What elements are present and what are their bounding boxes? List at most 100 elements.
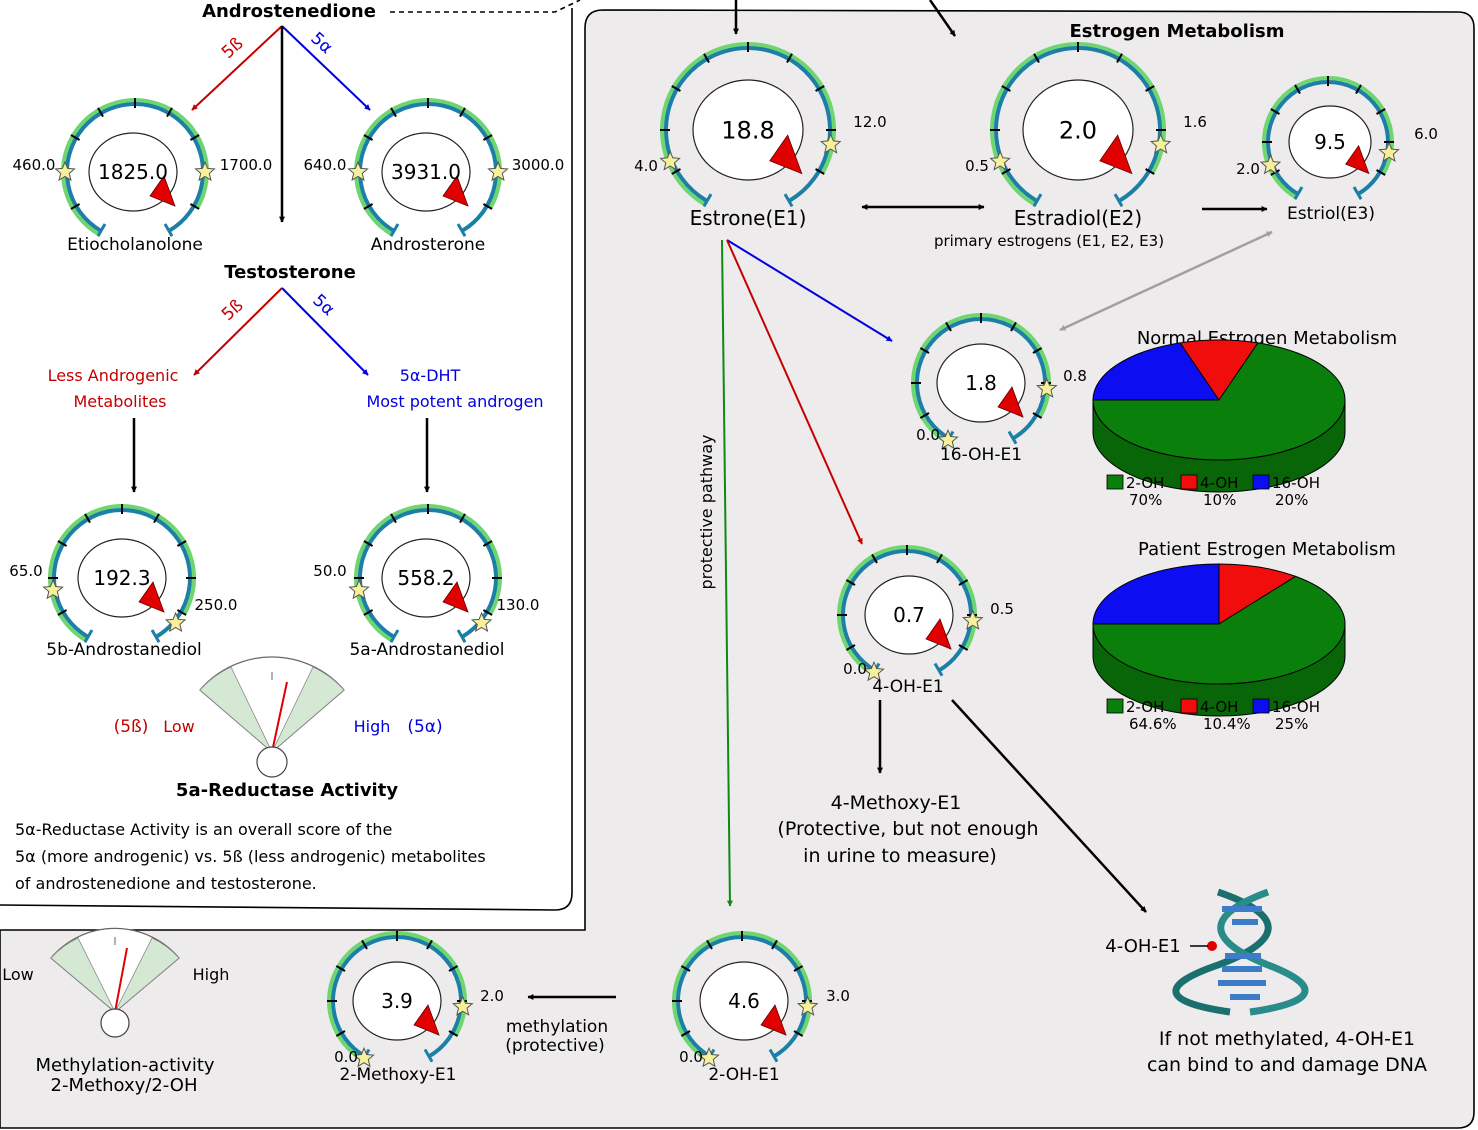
gauge-name: 2-OH-E1 <box>708 1065 779 1085</box>
gauge-high-range: 0.8 <box>1063 367 1087 385</box>
gauge-endcap <box>1113 193 1124 207</box>
low-range-star-icon <box>659 150 681 171</box>
gauge-tick <box>448 1030 459 1037</box>
methylation-label-1: methylation <box>506 1017 608 1037</box>
slice-2-oh <box>1092 342 1346 461</box>
gauge-tick <box>448 965 459 972</box>
gauge-tick <box>390 107 397 118</box>
gauge-high-range: 1700.0 <box>220 156 273 174</box>
gauge-green-arc <box>660 42 837 207</box>
legend-label: 2-OH <box>1126 698 1164 716</box>
gauge-endcap <box>83 629 94 643</box>
methoxy-label-2: (Protective, but not enough <box>777 818 1038 840</box>
gauge-tick <box>1375 169 1386 176</box>
high-range-star-icon <box>164 611 187 633</box>
gauge-low-range: 0.5 <box>965 157 989 175</box>
five-beta-label-2: 5ß <box>218 296 247 325</box>
gauge-tick <box>703 53 710 63</box>
gauge-pointer <box>149 175 176 207</box>
gauge-tick <box>189 134 200 141</box>
methoxy-label-3: in urine to measure) <box>803 845 997 867</box>
low-range-star-icon <box>937 428 959 450</box>
gauge-value: 9.5 <box>1314 130 1346 154</box>
gauge-tick <box>771 939 778 950</box>
arrow-in-e2 <box>928 0 957 37</box>
gauge-name: Androsterone <box>371 235 485 255</box>
gauge-tick <box>680 965 691 972</box>
gauge-endcap <box>1293 186 1304 200</box>
gauge-oh4: 0.70.00.54-OH-E1 <box>837 545 1014 697</box>
gauge-endcap <box>150 629 161 643</box>
androgen-panel-top-connector <box>390 0 581 13</box>
dht-label-2: Most potent androgen <box>366 392 543 411</box>
gauge-endcap <box>933 662 944 677</box>
primary-estrogens-label: primary estrogens (E1, E2, E3) <box>934 232 1164 250</box>
reductase-title: 5a-Reductase Activity <box>176 780 398 801</box>
gauge-endcap <box>783 193 794 207</box>
gauge-high-range: 0.5 <box>990 600 1014 618</box>
gauge-value: 1.8 <box>965 371 997 395</box>
gauge-value: 2.0 <box>1059 117 1097 145</box>
dht-label: 5α-DHT <box>400 366 461 385</box>
gauge-pointer <box>442 581 469 613</box>
gauge-low-range: 640.0 <box>304 156 347 174</box>
gauge-name: 16-OH-E1 <box>940 445 1022 465</box>
gauge-endcap <box>1007 430 1018 445</box>
less-androgenic-label: Less Androgenic <box>48 366 179 385</box>
low-range-star-icon <box>347 160 369 182</box>
reductase-needle <box>271 681 288 753</box>
slice-4-oh <box>1218 563 1297 625</box>
legend-value: 20% <box>1275 491 1308 509</box>
gauge-low-range: 2.0 <box>1236 160 1260 178</box>
androgen-panel-border <box>0 8 573 911</box>
gauge-tick <box>793 965 804 972</box>
reductase-meter <box>199 656 345 778</box>
arrow-testo-5a <box>281 287 369 376</box>
gauge-high-range: 6.0 <box>1414 125 1438 143</box>
arrow-testo-5b <box>193 287 283 376</box>
gauge-tick <box>166 107 173 118</box>
five-alpha-label-2: 5α <box>308 290 338 320</box>
five-beta-label-1: 5ß <box>218 34 247 63</box>
high-range-star-icon <box>451 995 474 1016</box>
high-range-star-icon <box>961 609 984 630</box>
reductase-beta-label: (5ß) <box>114 717 149 737</box>
low-range-star-icon <box>54 160 76 182</box>
gauge-tick <box>793 1030 804 1037</box>
low-range-star-icon <box>1259 153 1282 175</box>
arrow-e1-2oh <box>721 239 733 907</box>
legend-value: 64.6% <box>1129 715 1177 733</box>
gauge-green-arc <box>837 545 977 676</box>
gauge-tick <box>482 609 493 616</box>
slice-2-oh <box>1092 575 1346 685</box>
dna-4oh-label: 4-OH-E1 <box>1105 936 1180 957</box>
reductase-low-label: Low <box>163 717 195 736</box>
gauge-green-arc <box>61 98 209 237</box>
gauge-oh16: 1.80.00.816-OH-E1 <box>911 313 1087 465</box>
gauge-tick <box>671 85 681 92</box>
dna-icon <box>1172 888 1309 1016</box>
gauge-green-arc <box>354 98 502 237</box>
legend-label: 16-OH <box>1272 474 1320 492</box>
gauge-tick <box>1033 53 1040 63</box>
gauge-tick <box>1294 84 1301 95</box>
gauge-endcap <box>456 223 467 237</box>
arrow-andro-5a <box>281 25 371 111</box>
gauge-high-range: 12.0 <box>853 113 886 131</box>
methylation-high-label: High <box>193 965 230 984</box>
pie-charts-layer: Normal Estrogen Metabolism2-OH70%4-OH10%… <box>1092 328 1397 733</box>
gauge-tick <box>482 203 493 210</box>
gauge-low-range: 0.0 <box>679 1048 703 1066</box>
reductase-desc-3: of androstenedione and testosterone. <box>15 874 317 893</box>
gauge-value: 1825.0 <box>98 160 168 184</box>
gauge-tick <box>1355 84 1362 95</box>
gauge-tick <box>1375 108 1386 115</box>
reductase-alpha-label: (5α) <box>407 717 442 737</box>
gauge-tick <box>390 513 397 524</box>
gauge-tick <box>680 1030 691 1037</box>
gauge-name: Estrone(E1) <box>690 206 807 230</box>
slice-4-oh <box>1179 339 1259 401</box>
